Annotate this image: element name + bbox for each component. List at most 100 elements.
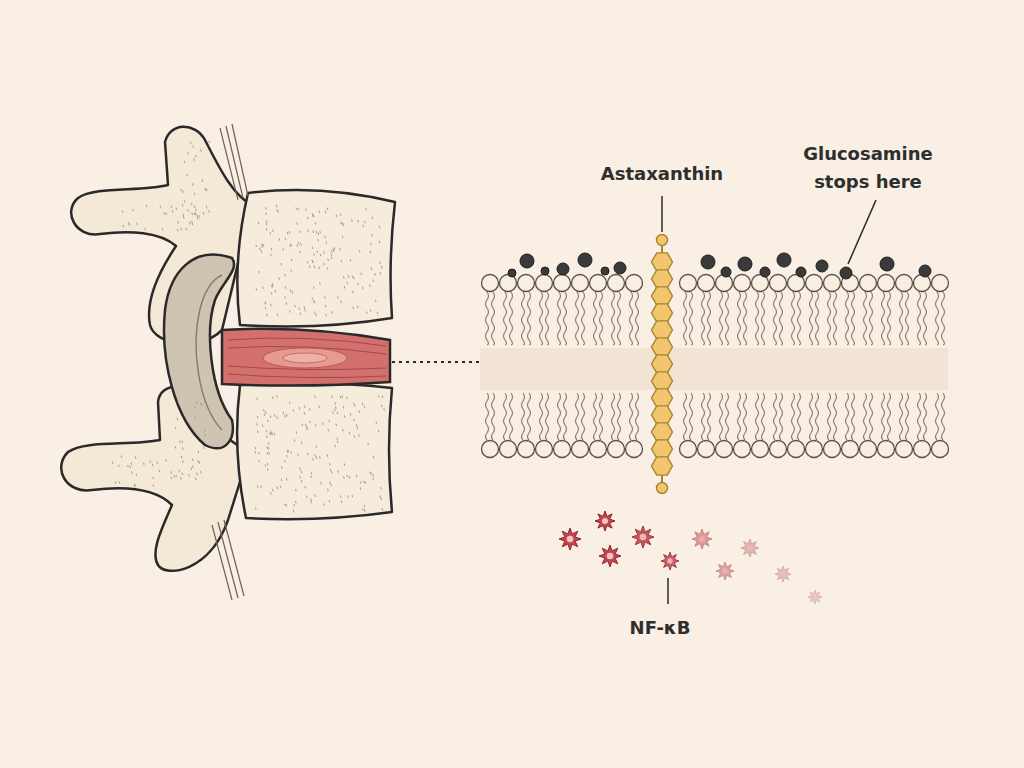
lipid-head <box>752 441 769 458</box>
lipid-head <box>716 441 733 458</box>
bone-speck <box>270 416 272 418</box>
bone-speck <box>315 222 317 224</box>
bone-speck <box>377 312 379 314</box>
bone-speck <box>325 314 327 316</box>
lipid-tail <box>828 393 831 440</box>
bone-speck <box>152 464 154 466</box>
bone-speck <box>331 311 333 313</box>
nfkb-star <box>599 545 621 567</box>
glucosamine-dot <box>557 263 569 275</box>
lipid-tail <box>936 292 939 345</box>
bone-speck <box>326 241 328 243</box>
bone-speck <box>313 286 315 288</box>
bone-speck <box>281 263 283 265</box>
bone-speck <box>309 408 311 410</box>
bone-speck <box>204 434 206 436</box>
bone-speck <box>310 501 312 503</box>
bone-speck <box>341 395 343 397</box>
glucosamine-dots <box>508 253 931 279</box>
bone-speck <box>312 246 314 248</box>
lipid-tail <box>582 292 585 345</box>
bone-speck <box>342 224 344 226</box>
bone-speck <box>177 221 179 223</box>
bone-speck <box>369 472 371 474</box>
bone-speck <box>327 429 329 431</box>
bone-speck <box>378 430 380 432</box>
bone-speck <box>343 476 345 478</box>
bone-speck <box>197 215 199 217</box>
bone-speck <box>329 500 331 502</box>
bone-speck <box>178 401 180 403</box>
bone-speck <box>195 478 197 480</box>
lipid-tail <box>708 292 711 345</box>
bone-speck <box>206 189 208 191</box>
lipid-tail <box>528 393 531 440</box>
bone-speck <box>319 282 321 284</box>
ring <box>652 304 673 322</box>
lipid-tail <box>882 292 885 345</box>
bone-speck <box>358 434 360 436</box>
bone-speck <box>259 248 261 250</box>
bone-speck <box>352 495 354 497</box>
bone-speck <box>266 228 268 230</box>
bone-speck <box>324 236 326 238</box>
lipid-tail <box>540 393 543 440</box>
bone-speck <box>360 273 362 275</box>
bone-speck <box>284 296 286 298</box>
bone-speck <box>266 314 268 316</box>
star-core <box>602 518 608 524</box>
bone-speck <box>176 208 178 210</box>
bone-speck <box>352 291 354 293</box>
bone-speck <box>380 272 382 274</box>
lipid-tail <box>792 292 795 345</box>
bone-speck <box>301 424 303 426</box>
bone-speck <box>118 465 120 467</box>
lipid-tail <box>582 393 585 440</box>
bone-speck <box>344 415 346 417</box>
lipid-tail <box>564 393 567 440</box>
bone-speck <box>182 204 184 206</box>
lipid-head <box>590 441 607 458</box>
lipid-tail <box>810 292 813 345</box>
bone-speck <box>299 476 301 478</box>
bone-speck <box>195 209 197 211</box>
leader-line <box>848 200 876 264</box>
bone-speck <box>191 203 193 205</box>
bone-speck <box>297 454 299 456</box>
bone-speck <box>382 508 384 510</box>
bone-speck <box>332 248 334 250</box>
lipid-tail <box>864 292 867 345</box>
bone-speck <box>372 217 374 219</box>
bone-speck <box>307 230 309 232</box>
lipid-tail <box>810 393 813 440</box>
lipid-head <box>932 275 949 292</box>
bone-speck <box>290 269 292 271</box>
bone-speck <box>261 244 263 246</box>
ring <box>652 372 673 390</box>
bone-speck <box>198 451 200 453</box>
lipid-tail <box>486 292 489 345</box>
bone-speck <box>334 445 336 447</box>
bone-speck <box>343 276 345 278</box>
bone-speck <box>170 205 172 207</box>
bone-speck <box>323 251 325 253</box>
bone-speck <box>152 477 154 479</box>
bone-speck <box>267 419 269 421</box>
bone-speck <box>270 254 272 256</box>
bone-speck <box>301 480 303 482</box>
end-group <box>657 483 668 494</box>
bone-speck <box>203 447 205 449</box>
lipid-tail <box>864 393 867 440</box>
bone-speck <box>272 283 274 285</box>
bone-speck <box>331 395 333 397</box>
lipid-tail <box>918 292 921 345</box>
vertebral-body <box>237 190 395 326</box>
lipid-tail <box>780 292 783 345</box>
bone-speck <box>258 271 260 273</box>
bone-speck <box>359 250 361 252</box>
bone-speck <box>191 213 193 215</box>
lipid-tail <box>702 393 705 440</box>
lipid-head <box>878 441 895 458</box>
lipid-tail <box>684 292 687 345</box>
bone-speck <box>136 474 138 476</box>
